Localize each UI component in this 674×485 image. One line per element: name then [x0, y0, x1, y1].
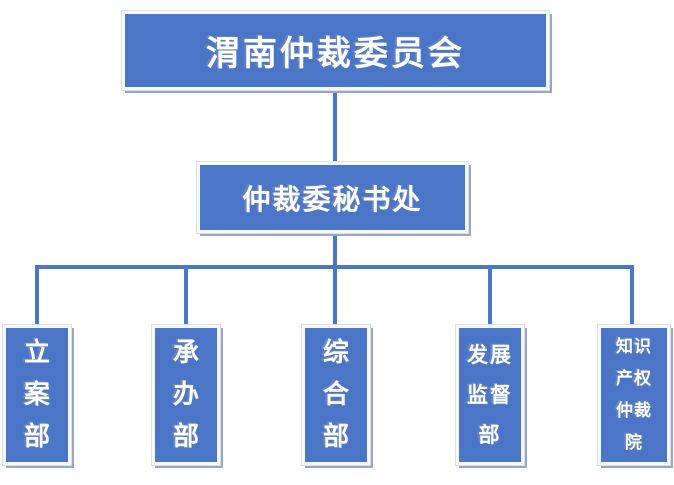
dept-label-line: 产权	[616, 369, 652, 389]
org-node-dept-case-filing: 立 案 部	[3, 325, 71, 465]
connector-drop-dept-4	[488, 265, 492, 325]
dept-label-line: 部	[172, 422, 199, 452]
dept-label-line: 仲裁	[616, 401, 652, 421]
org-node-secretariat: 仲裁委秘书处	[197, 162, 468, 233]
connector-horizontal-bar	[35, 265, 634, 269]
org-node-dept-ip-arbitration: 知识 产权 仲裁 院	[598, 325, 670, 465]
org-node-root: 渭南仲裁委员会	[122, 11, 549, 90]
connector-drop-dept-1	[35, 265, 39, 325]
dept-label-line: 知识	[616, 337, 652, 357]
org-node-dept-development-supervision: 发展 监督 部	[456, 325, 524, 465]
dept-label-line: 部	[322, 422, 349, 452]
connector-drop-dept-5	[630, 265, 634, 325]
dept-label-line: 办	[172, 380, 199, 410]
org-node-dept-comprehensive: 综 合 部	[302, 325, 370, 465]
connector-root-to-secretariat	[333, 91, 337, 163]
connector-secretariat-to-bar	[333, 232, 337, 325]
dept-label-line: 监督	[467, 382, 513, 407]
dept-label-line: 立	[23, 338, 50, 368]
dept-label-line: 部	[478, 422, 502, 447]
dept-label-line: 发展	[467, 342, 513, 367]
dept-label-line: 合	[322, 380, 349, 410]
dept-label-line: 案	[23, 380, 50, 410]
org-node-dept-undertaking: 承 办 部	[152, 325, 220, 465]
dept-label-line: 承	[172, 338, 199, 368]
dept-label-line: 部	[23, 422, 50, 452]
dept-label-line: 院	[625, 433, 643, 453]
org-node-root-label: 渭南仲裁委员会	[206, 34, 465, 74]
connector-drop-dept-2	[184, 265, 188, 325]
org-node-secretariat-label: 仲裁委秘书处	[242, 182, 423, 216]
dept-label-line: 综	[322, 338, 349, 368]
